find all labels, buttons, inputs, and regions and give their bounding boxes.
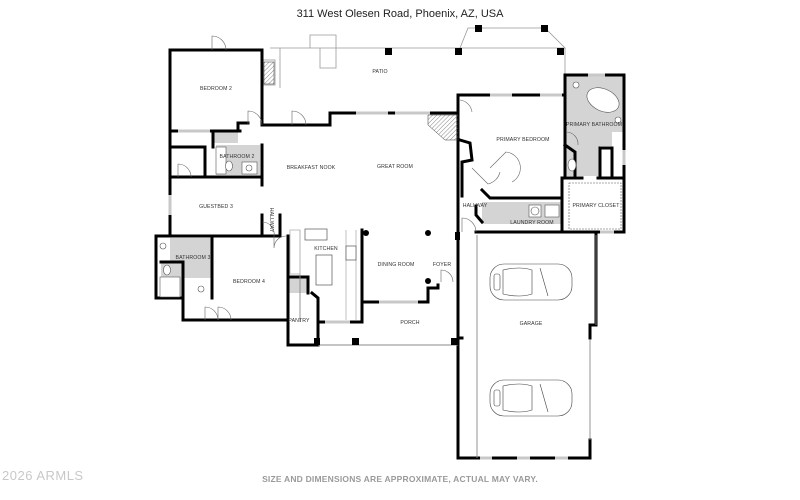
room-label-dining-room: DINING ROOM <box>378 262 415 268</box>
room-label-bedroom4: BEDROOM 4 <box>233 279 265 285</box>
room-label-primary-closet: PRIMARY CLOSET <box>572 203 620 209</box>
walls <box>154 48 626 460</box>
porch-columns <box>314 230 460 345</box>
windows <box>168 73 626 460</box>
kitchen-fixtures <box>304 228 357 286</box>
room-label-kitchen: KITCHEN <box>314 246 338 252</box>
room-label-breakfast-nook: BREAKFAST NOOK <box>287 165 336 171</box>
room-label-patio: PATIO <box>372 69 387 75</box>
copyright-watermark: 2026 ARMLS <box>2 468 84 483</box>
room-label-hallway-east: HALLWAY <box>463 203 488 209</box>
room-label-primary-bedroom: PRIMARY BEDROOM <box>496 137 549 143</box>
room-label-pantry: PANTRY <box>288 318 310 324</box>
patio-columns <box>385 25 564 55</box>
room-label-hallway-west: HALLWAY <box>268 208 274 233</box>
room-label-bedroom2: BEDROOM 2 <box>200 86 232 92</box>
property-address: 311 West Olesen Road, Phoenix, AZ, USA <box>296 8 504 20</box>
room-label-garage: GARAGE <box>520 321 543 327</box>
room-label-bathroom3: BATHROOM 3 <box>176 255 211 261</box>
disclaimer-text: SIZE AND DIMENSIONS ARE APPROXIMATE, ACT… <box>262 474 538 484</box>
room-label-foyer: FOYER <box>433 262 452 268</box>
room-label-bathroom2: BATHROOM 2 <box>220 154 255 160</box>
room-label-great-room: GREAT ROOM <box>377 164 413 170</box>
room-label-primary-bathroom: PRIMARY BATHROOM <box>566 122 622 128</box>
bath-fixtures <box>159 81 622 298</box>
patio-outline <box>262 27 566 88</box>
room-label-guestbed3: GUESTBED 3 <box>199 204 233 210</box>
door-swings <box>177 35 579 321</box>
garage-cars <box>489 263 573 417</box>
room-label-laundry-room: LAUNDRY ROOM <box>510 220 553 226</box>
room-label-porch: PORCH <box>400 320 419 326</box>
